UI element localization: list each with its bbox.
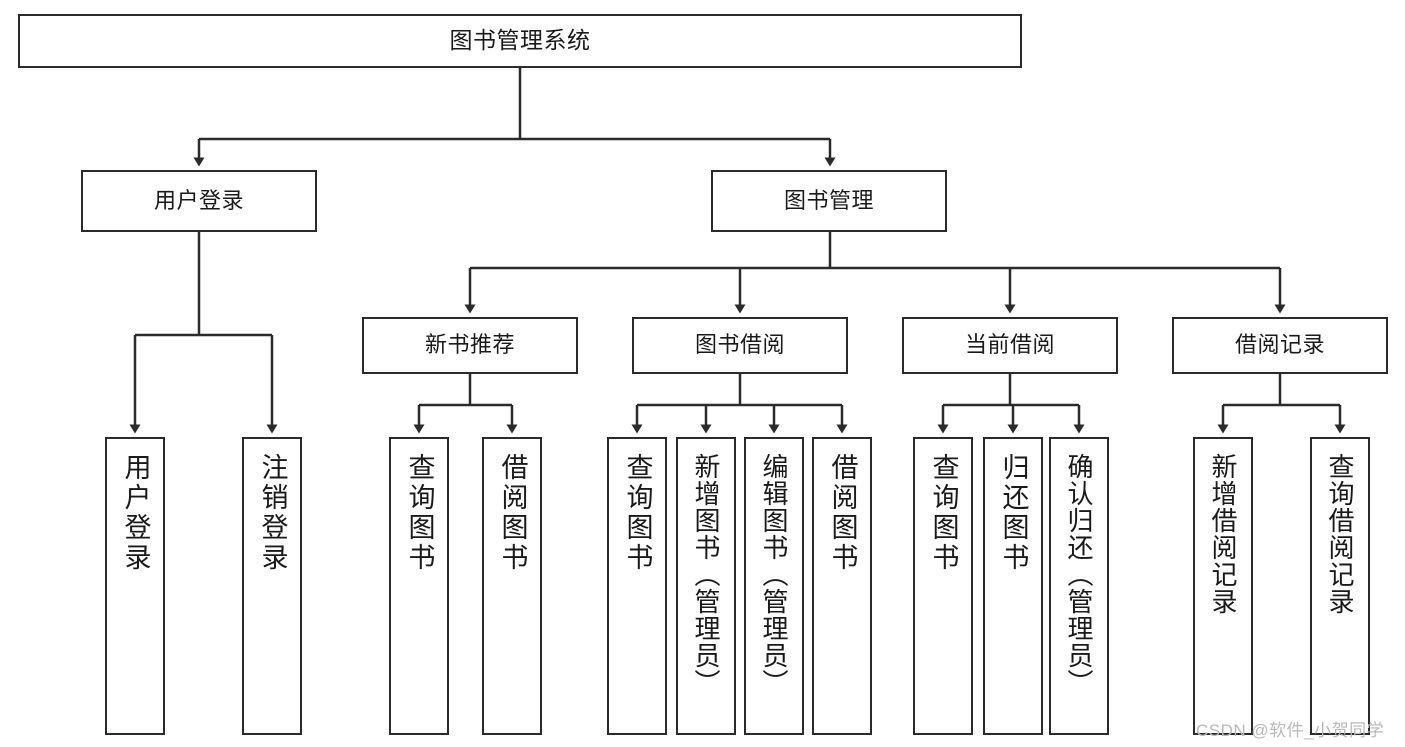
node-label: 归还图书 — [998, 453, 1029, 573]
leaf-query-book-current[interactable]: 查询图书 — [913, 437, 973, 735]
node-label: 新增图书（管理员） — [691, 453, 721, 696]
node-label: 借阅图书 — [827, 453, 858, 573]
node-label: 借阅记录 — [1234, 332, 1325, 358]
leaf-add-book-admin[interactable]: 新增图书（管理员） — [676, 437, 736, 735]
watermark-text: CSDN @软件_小贺同学 — [1196, 721, 1385, 740]
node-label: 图书管理系统 — [449, 27, 591, 54]
leaf-add-borrow-record[interactable]: 新增借阅记录 — [1193, 437, 1253, 735]
node-label: 图书借阅 — [694, 332, 785, 358]
node-label: 图书管理 — [783, 187, 874, 213]
node-label: 用户登录 — [120, 453, 151, 573]
leaf-confirm-return-admin[interactable]: 确认归还（管理员） — [1049, 437, 1109, 735]
node-label: 新增借阅记录 — [1208, 453, 1238, 615]
node-book-management[interactable]: 图书管理 — [711, 170, 947, 232]
node-label: 查询图书 — [928, 453, 959, 573]
node-label: 当前借阅 — [964, 332, 1055, 358]
leaf-query-borrow-record[interactable]: 查询借阅记录 — [1310, 437, 1370, 735]
node-label: 用户登录 — [153, 187, 244, 213]
leaf-query-book-recommend[interactable]: 查询图书 — [389, 437, 449, 735]
leaf-user-login[interactable]: 用户登录 — [105, 437, 165, 735]
node-label: 新书推荐 — [424, 332, 515, 358]
leaf-edit-book-admin[interactable]: 编辑图书（管理员） — [744, 437, 804, 735]
node-borrow-record[interactable]: 借阅记录 — [1172, 317, 1388, 374]
node-label: 查询借阅记录 — [1325, 453, 1355, 615]
node-root-book-management-system[interactable]: 图书管理系统 — [18, 14, 1022, 68]
node-user-login[interactable]: 用户登录 — [81, 170, 317, 232]
node-current-borrow[interactable]: 当前借阅 — [902, 317, 1118, 374]
node-book-borrow[interactable]: 图书借阅 — [632, 317, 848, 374]
node-label: 查询图书 — [622, 453, 653, 573]
node-label: 查询图书 — [404, 453, 435, 573]
leaf-logout[interactable]: 注销登录 — [242, 437, 302, 735]
node-label: 注销登录 — [257, 453, 288, 573]
node-label: 编辑图书（管理员） — [759, 453, 789, 696]
leaf-return-book[interactable]: 归还图书 — [983, 437, 1043, 735]
leaf-borrow-book-recommend[interactable]: 借阅图书 — [482, 437, 542, 735]
node-label: 借阅图书 — [497, 453, 528, 573]
node-label: 确认归还（管理员） — [1064, 453, 1094, 696]
leaf-borrow-book[interactable]: 借阅图书 — [812, 437, 872, 735]
node-new-book-recommend[interactable]: 新书推荐 — [362, 317, 578, 374]
leaf-query-book-borrow[interactable]: 查询图书 — [607, 437, 667, 735]
